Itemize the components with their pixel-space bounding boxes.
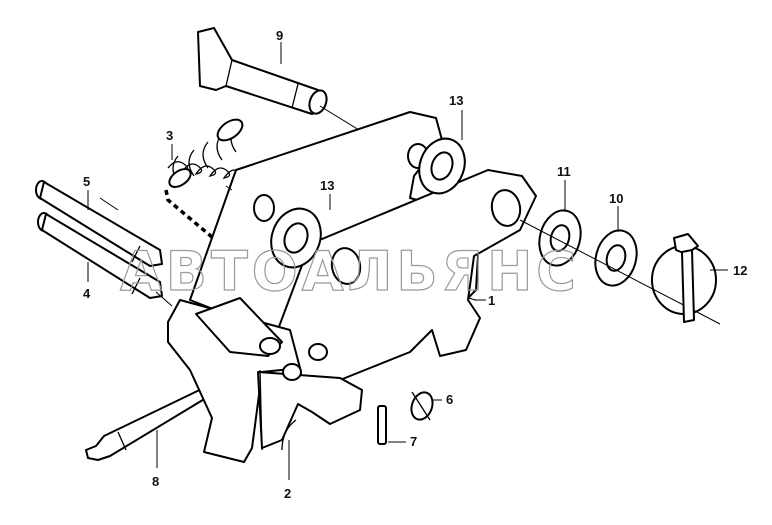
callout-4: 4 xyxy=(83,286,91,301)
part-10-nut xyxy=(594,229,638,287)
callout-13-middle: 13 xyxy=(320,178,334,193)
part-13-washer-upper xyxy=(418,137,466,195)
callout-10: 10 xyxy=(609,191,623,206)
leader-lines xyxy=(87,42,728,480)
part-9-pin xyxy=(197,27,373,139)
callout-5: 5 xyxy=(83,174,90,189)
part-11-washer xyxy=(538,209,582,267)
callout-2: 2 xyxy=(284,486,291,501)
part-5-pin xyxy=(35,180,163,267)
callout-7: 7 xyxy=(410,434,417,449)
callout-6: 6 xyxy=(446,392,453,407)
callout-labels: 9 3 5 4 8 2 1 6 7 13 13 11 10 12 xyxy=(83,28,747,501)
callout-8: 8 xyxy=(152,474,159,489)
watermark-text: АВТОАЛЬЯНС xyxy=(120,240,580,303)
part-2-hook xyxy=(281,419,297,451)
part-13-washer-middle xyxy=(270,207,322,269)
part-12-lynch-pin xyxy=(651,233,717,323)
callout-13-upper: 13 xyxy=(449,93,463,108)
callout-1: 1 xyxy=(488,293,495,308)
part-1-coupler-body xyxy=(167,111,537,463)
part-4-pin xyxy=(37,212,173,307)
part-7-roll-pin xyxy=(377,405,387,445)
callout-11: 11 xyxy=(557,164,571,179)
part-6-clip xyxy=(410,391,434,421)
callout-12: 12 xyxy=(733,263,747,278)
callout-9: 9 xyxy=(276,28,283,43)
callout-3: 3 xyxy=(166,128,173,143)
